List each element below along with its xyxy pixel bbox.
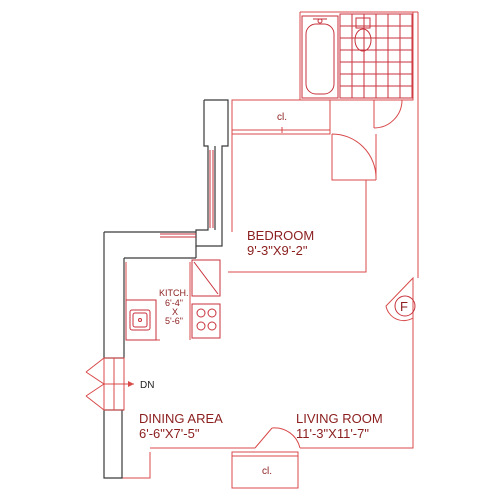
living-door: [254, 427, 301, 449]
sink-icon: [129, 309, 151, 331]
window: [160, 150, 214, 238]
stove-icon: [191, 303, 221, 339]
bathroom: [301, 13, 413, 129]
toilet-icon: [354, 17, 372, 52]
bedroom-size: 9'-3"X9'-2": [247, 243, 308, 258]
structural-chase: [195, 99, 229, 258]
stairs-down-label: DN: [140, 380, 154, 391]
kitchen-dim-1: 6'-4": [165, 298, 183, 308]
kitchen-dim-x: X: [172, 307, 178, 317]
dining-size: 6'-6"X7'-5": [139, 426, 200, 441]
bedroom-walls: [228, 99, 377, 273]
closet-bottom-label: cl.: [262, 466, 272, 477]
living-size: 11'-3"X11'-7": [296, 426, 369, 441]
bathroom-tile-floor: [339, 13, 413, 99]
fireplace-icon: F: [385, 276, 416, 322]
refrigerator-icon: [191, 259, 221, 297]
kitchen-name: KITCH.: [159, 288, 189, 298]
kitchen-dim-2: 5'-6": [165, 316, 183, 326]
bedroom-name: BEDROOM: [247, 228, 314, 243]
dining-name: DINING AREA: [139, 411, 223, 426]
fireplace-label: F: [400, 299, 408, 314]
closet-bottom: cl.: [231, 451, 299, 489]
kitchen: KITCH. 6'-4" X 5'-6": [125, 259, 221, 341]
left-wall: [103, 231, 196, 479]
bathtub-icon: [301, 15, 339, 99]
bathroom-door: [373, 99, 403, 129]
closet-top: cl.: [231, 99, 331, 135]
stair-entry: DN: [85, 357, 154, 411]
living-name: LIVING ROOM: [296, 411, 383, 426]
closet-top-label: cl.: [277, 112, 287, 123]
room-labels: BEDROOM 9'-3"X9'-2" DINING AREA 6'-6"X7'…: [139, 228, 383, 441]
bedroom-door: [331, 133, 377, 179]
